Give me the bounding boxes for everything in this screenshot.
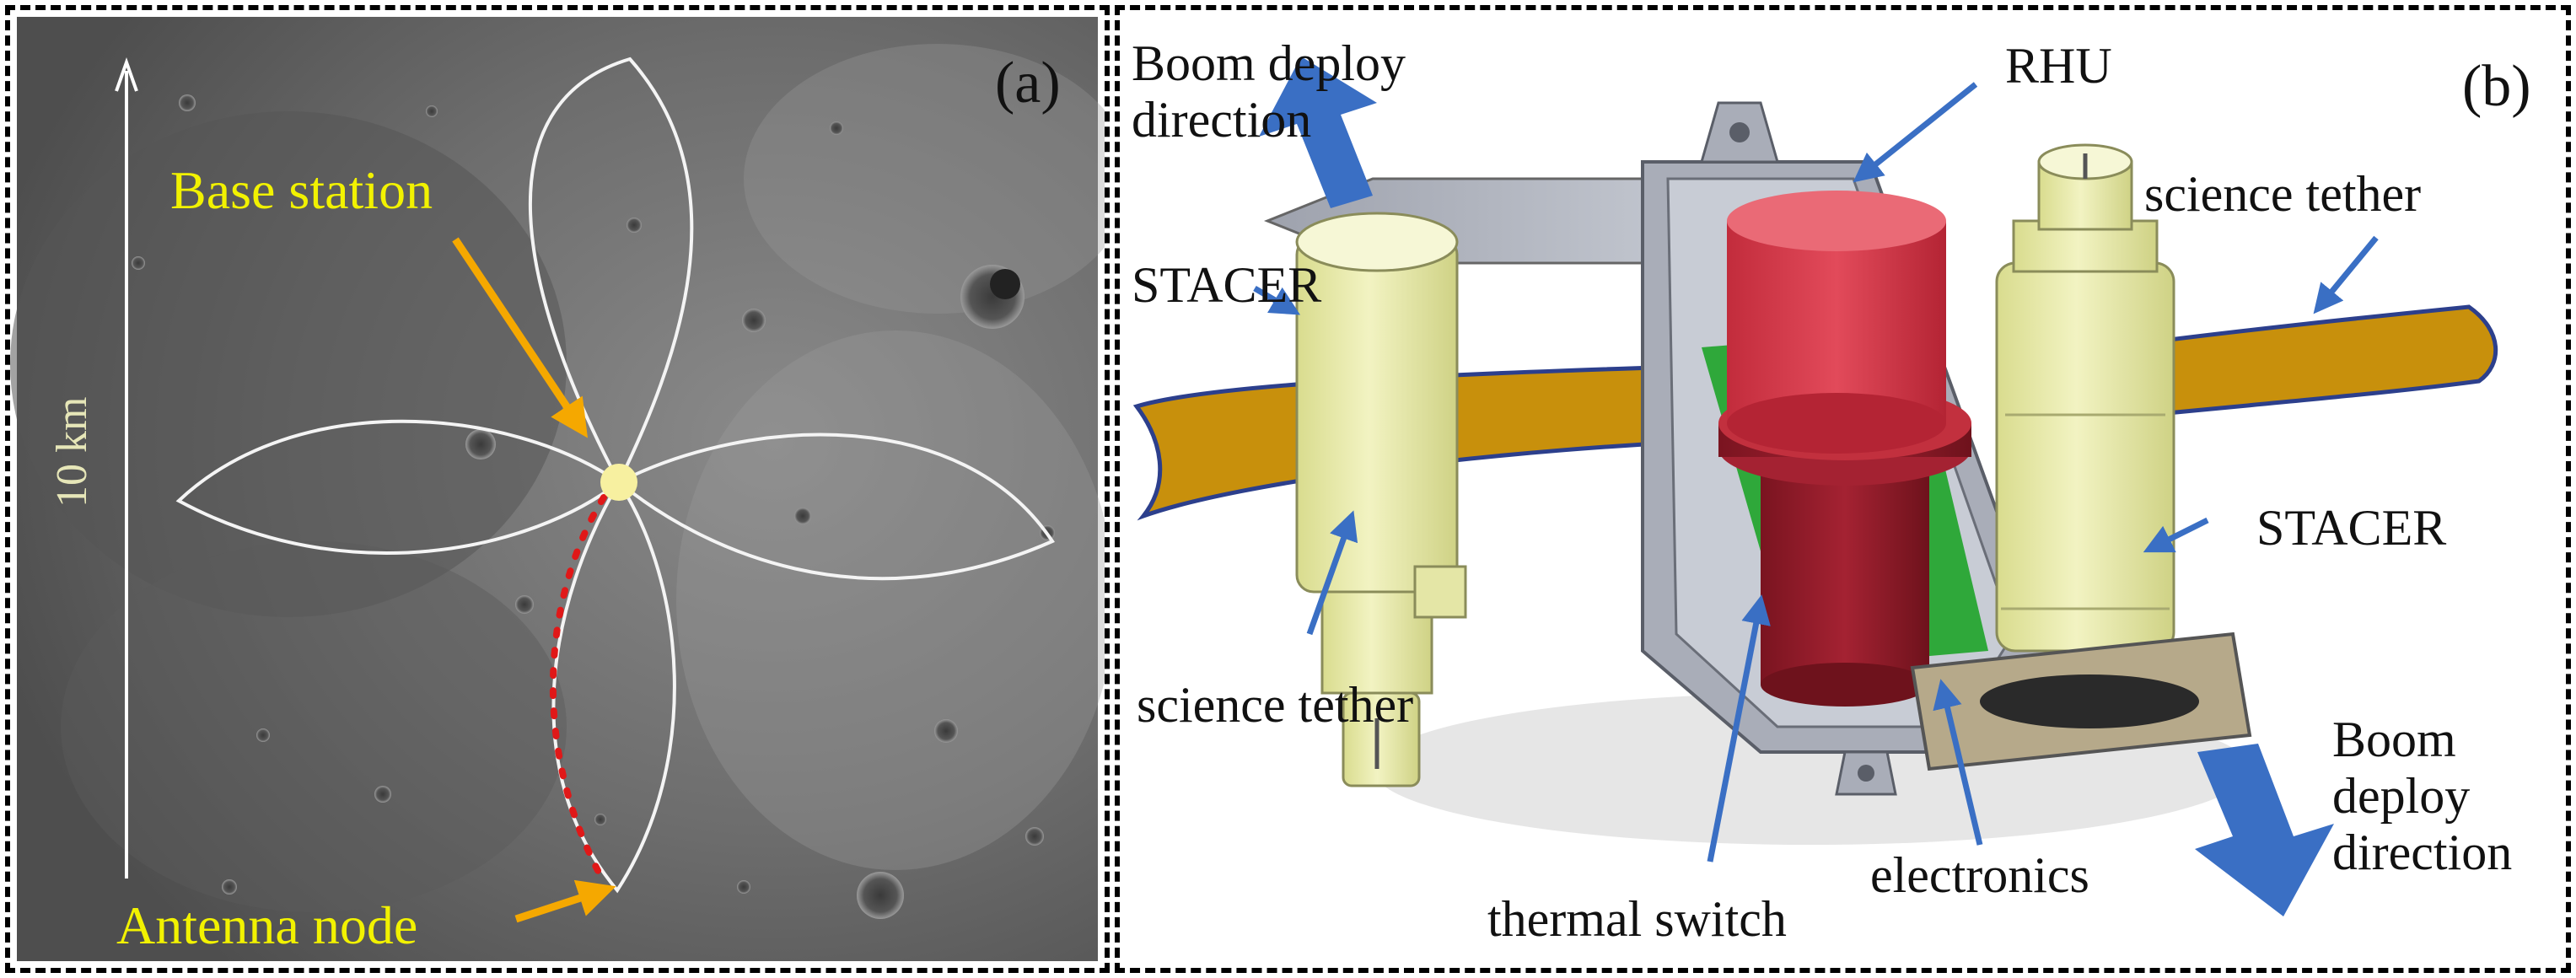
- crater-field: [132, 94, 1055, 919]
- rhu-cylinder: [1727, 191, 1946, 454]
- science-tether-top-pointer: [2313, 235, 2379, 314]
- science-tether-top-label: science tether: [2144, 166, 2422, 222]
- antenna-node-label: Antenna node: [116, 895, 418, 955]
- panel-a-label: (a): [995, 51, 1061, 116]
- panel-b-label: (b): [2462, 54, 2531, 119]
- stacer-right: [1910, 143, 2252, 771]
- stacer-left: [1295, 212, 1467, 787]
- base-station-label: Base station: [170, 160, 433, 220]
- thermal-switch-label: thermal switch: [1487, 891, 1787, 947]
- electronics-pointer: [1933, 679, 1983, 846]
- stacer-right-pointer: [2143, 517, 2209, 553]
- rhu-pointer: [1853, 82, 1978, 183]
- boom-deploy-arrow-top: [1259, 56, 1377, 208]
- panel-a: (a) Base station Antenna node 10 km: [5, 5, 1110, 973]
- science-tether-bottom-pointer: [1306, 510, 1358, 636]
- electronics-label: electronics: [1870, 847, 2089, 903]
- boom-deploy-bottom-label: Boom deploy direction: [2332, 712, 2513, 881]
- panel-b: (b) Boom deploy direction RHU science te…: [1115, 5, 2571, 973]
- stacer-left-pointer: [1253, 285, 1301, 315]
- thermal-switch-pointer: [1707, 594, 1771, 862]
- base-station-marker: [600, 464, 637, 501]
- scale-label: 10 km: [48, 396, 96, 508]
- scale-bar: [115, 56, 138, 879]
- stacer-right-label: STACER: [2256, 500, 2447, 556]
- antenna-node-pointer: [514, 879, 616, 923]
- science-tether-bottom-label: science tether: [1137, 677, 1414, 733]
- antenna-route: [549, 494, 607, 882]
- petal-loops: [175, 56, 1055, 894]
- rhu-label: RHU: [2005, 38, 2112, 94]
- stacer-left-label: STACER: [1132, 257, 1322, 313]
- sensor-node-model: [1132, 56, 2498, 916]
- base-station-pointer: [452, 237, 588, 438]
- lunar-map: [10, 17, 1105, 961]
- boom-deploy-arrow-bottom: [2195, 744, 2334, 916]
- boom-deploy-top-label: Boom deploy direction: [1132, 35, 1406, 148]
